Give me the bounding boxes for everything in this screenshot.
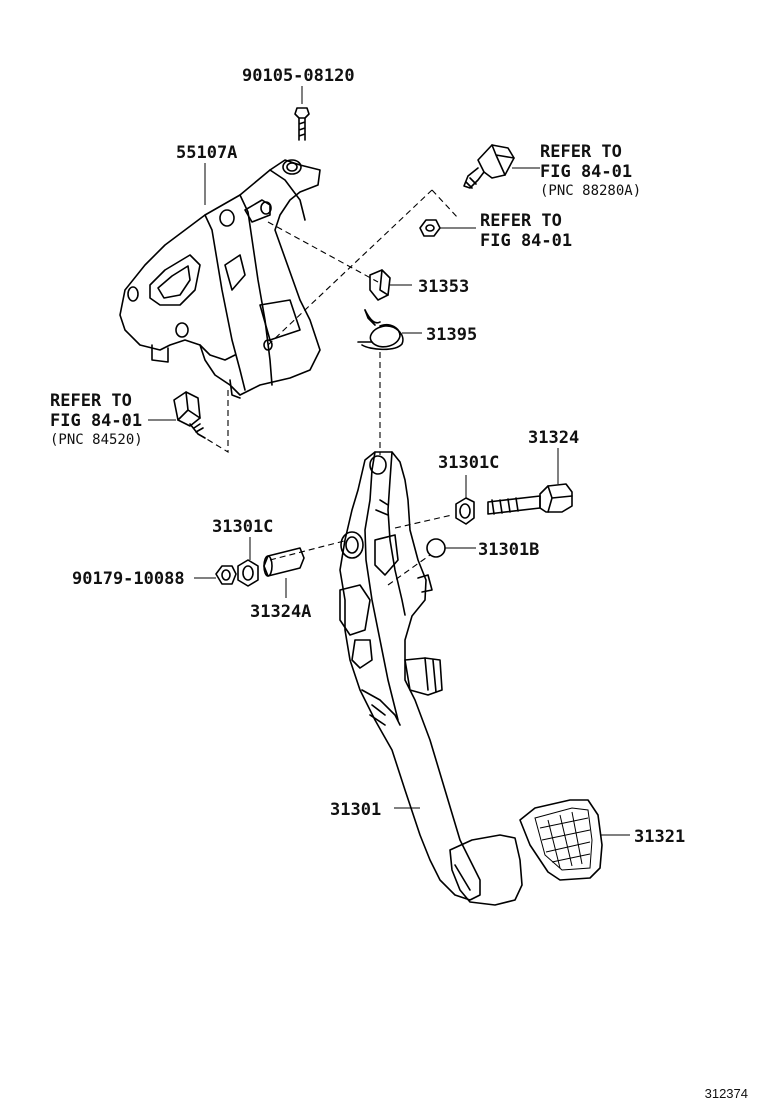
clip-31353[interactable] (369, 269, 391, 301)
pedal-arm-31301[interactable] (339, 451, 481, 901)
label-switch-left-fig: FIG 84-01 (50, 411, 142, 431)
bushing-31301c-left[interactable] (237, 559, 259, 587)
label-spring-31395: 31395 (426, 325, 477, 345)
spring-31395[interactable] (357, 309, 404, 351)
nut-90179-10088[interactable] (215, 565, 237, 585)
bolt-31324[interactable] (487, 483, 573, 515)
pedal-bracket-55107a[interactable] (119, 159, 321, 399)
label-bushing-31301c-left: 31301C (212, 517, 273, 537)
bolt-90105-08120[interactable] (294, 107, 310, 141)
nut-upper[interactable] (419, 219, 441, 237)
label-nut-refer: REFER TO (480, 211, 562, 231)
label-bolt-31324: 31324 (528, 428, 579, 448)
switch-upper[interactable] (463, 144, 515, 189)
label-bushing-31301c-right: 31301C (438, 453, 499, 473)
label-clip-31353: 31353 (418, 277, 469, 297)
label-bolt-90105-08120: 90105-08120 (242, 66, 355, 86)
label-bracket-55107a: 55107A (176, 143, 237, 163)
label-stopper-31301b: 31301B (478, 540, 539, 560)
switch-lower-left[interactable] (173, 391, 206, 439)
collar-31324a[interactable] (263, 547, 305, 577)
label-switch-left-pnc: (PNC 84520) (50, 432, 143, 448)
pedal-arm-foot-plate (449, 834, 523, 906)
pedal-pad-31321[interactable] (519, 799, 603, 881)
label-nut-90179-10088: 90179-10088 (72, 569, 185, 589)
label-collar-31324a: 31324A (250, 602, 311, 622)
label-switch-top-refer: REFER TO (540, 142, 622, 162)
label-nut-fig: FIG 84-01 (480, 231, 572, 251)
label-switch-left-refer: REFER TO (50, 391, 132, 411)
stopper-31301b[interactable] (426, 538, 446, 558)
figure-number: 312374 (705, 1086, 748, 1101)
label-pedal-pad-31321: 31321 (634, 827, 685, 847)
label-switch-top-pnc: (PNC 88280A) (540, 183, 641, 199)
label-switch-top-fig: FIG 84-01 (540, 162, 632, 182)
bushing-31301c-right[interactable] (455, 497, 475, 525)
label-pedal-arm-31301: 31301 (330, 800, 381, 820)
